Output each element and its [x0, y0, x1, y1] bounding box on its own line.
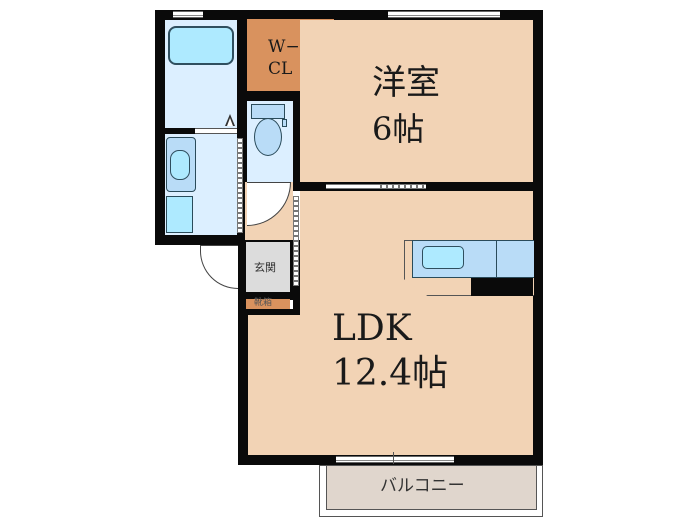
- entrance-door-swing[interactable]: [200, 245, 238, 289]
- outer-wall-right: [533, 10, 543, 465]
- kitchen-sink: [422, 246, 464, 269]
- shoe-box-wall: [238, 309, 300, 315]
- outer-wall-top: [155, 10, 543, 20]
- ldk-size: 12.4帖: [332, 353, 449, 394]
- western-room-name: 洋室: [372, 63, 440, 103]
- washbasin-bowl: [170, 150, 190, 180]
- washing-machine: [166, 196, 193, 233]
- ldk-lower-left-wall: [293, 290, 300, 315]
- shoe-box: [246, 299, 290, 309]
- bath-door-arrow-inner: [227, 118, 233, 126]
- entrance-label: 玄関: [254, 261, 276, 274]
- balcony: [326, 465, 537, 510]
- wcl-label-line2: CL: [268, 59, 293, 79]
- ldk-name: LDK: [332, 308, 412, 349]
- washroom-sliding-door[interactable]: [237, 138, 243, 233]
- balcony-window[interactable]: [336, 456, 454, 463]
- bath-window[interactable]: [173, 11, 203, 18]
- western-room-size: 6帖: [372, 110, 425, 148]
- toilet-bowl: [254, 118, 282, 156]
- outer-wall-left-upper: [155, 10, 165, 245]
- bathtub: [168, 26, 234, 65]
- bath-door[interactable]: [195, 128, 237, 134]
- entrance: [246, 242, 290, 292]
- western-room: [300, 20, 533, 182]
- bath-right-wall: [237, 10, 245, 245]
- western-room-window[interactable]: [388, 11, 500, 18]
- stove-divider: [496, 240, 497, 278]
- kitchen-back-wall: [471, 278, 533, 296]
- toilet-tank: [251, 104, 285, 119]
- bath-bottom-wall: [155, 235, 250, 245]
- toilet-paper: [282, 119, 287, 127]
- balcony-label: バルコニー: [380, 476, 465, 496]
- ldk-lower: [248, 315, 533, 455]
- entrance-sliding-door[interactable]: [293, 196, 299, 286]
- western-room-door[interactable]: [326, 184, 376, 189]
- wcl-label-line1: W−: [268, 37, 300, 57]
- outer-wall-left-lower: [238, 290, 248, 465]
- bath-divider-wall: [165, 128, 195, 134]
- balcony-window-handle: [393, 452, 394, 464]
- western-room-left-wall: [293, 91, 300, 191]
- western-room-sliding-door[interactable]: [376, 184, 426, 189]
- shoe-box-label: 靴箱: [254, 298, 273, 308]
